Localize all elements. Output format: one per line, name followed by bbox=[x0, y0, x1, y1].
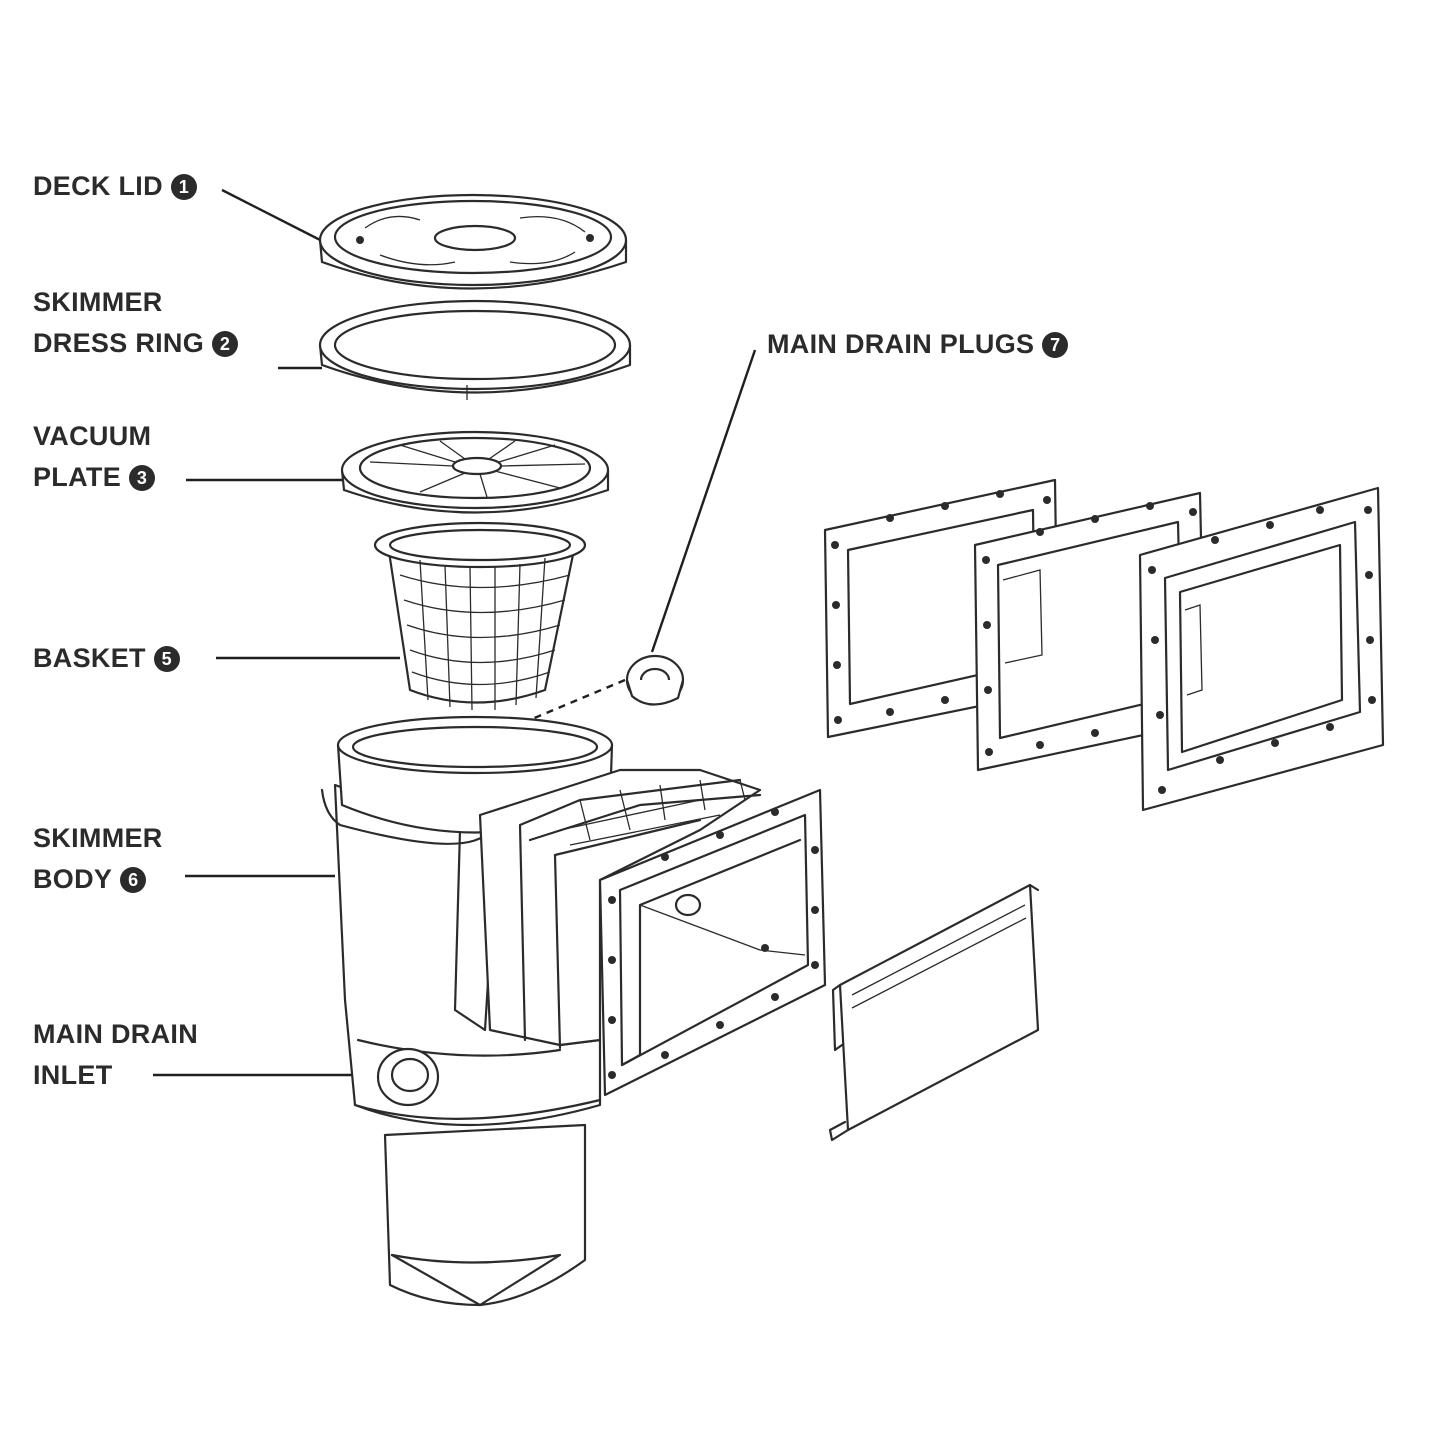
label-main-drain-inlet-line1: MAIN DRAIN bbox=[33, 1019, 198, 1049]
label-dress-ring-line2: DRESS RING bbox=[33, 328, 205, 358]
label-main-drain-plugs: MAIN DRAIN PLUGS 7 bbox=[767, 324, 1069, 365]
label-main-drain-inlet: MAIN DRAIN INLET bbox=[33, 1014, 198, 1096]
weir-door-part bbox=[828, 883, 1040, 1142]
leader-deck-lid bbox=[221, 188, 331, 247]
number-badge-3: 3 bbox=[129, 465, 155, 491]
label-skimmer-body-line1: SKIMMER bbox=[33, 823, 163, 853]
gasket-frame-3 bbox=[1138, 486, 1385, 812]
label-dress-ring: SKIMMER DRESS RING 2 bbox=[33, 282, 239, 364]
skimmer-body-part bbox=[320, 715, 827, 1307]
leader-lines bbox=[153, 188, 757, 1077]
basket-part bbox=[373, 521, 587, 711]
label-vacuum-plate-line2: PLATE bbox=[33, 462, 121, 492]
label-skimmer-body-line2: BODY bbox=[33, 864, 113, 894]
label-deck-lid: DECK LID 1 bbox=[33, 166, 197, 207]
vacuum-plate-part bbox=[340, 430, 610, 514]
label-vacuum-plate-line1: VACUUM bbox=[33, 421, 152, 451]
deck-lid-part bbox=[318, 193, 628, 290]
label-skimmer-body: SKIMMER BODY 6 bbox=[33, 818, 163, 900]
label-main-drain-plugs-text: MAIN DRAIN PLUGS bbox=[767, 329, 1035, 359]
number-badge-7: 7 bbox=[1042, 332, 1069, 358]
drain-plug-part bbox=[625, 654, 685, 706]
dress-ring-part bbox=[318, 299, 632, 400]
label-vacuum-plate: VACUUM PLATE 3 bbox=[33, 416, 155, 498]
number-badge-2: 2 bbox=[212, 331, 239, 357]
leader-main-drain-plugs bbox=[650, 349, 757, 653]
label-deck-lid-text: DECK LID bbox=[33, 171, 163, 201]
label-basket: BASKET 5 bbox=[33, 638, 180, 679]
number-badge-6: 6 bbox=[120, 867, 147, 893]
number-badge-1: 1 bbox=[170, 174, 197, 200]
label-main-drain-inlet-line2: INLET bbox=[33, 1060, 113, 1090]
number-badge-5: 5 bbox=[153, 646, 180, 672]
label-dress-ring-line1: SKIMMER bbox=[33, 287, 163, 317]
label-basket-text: BASKET bbox=[33, 643, 146, 673]
